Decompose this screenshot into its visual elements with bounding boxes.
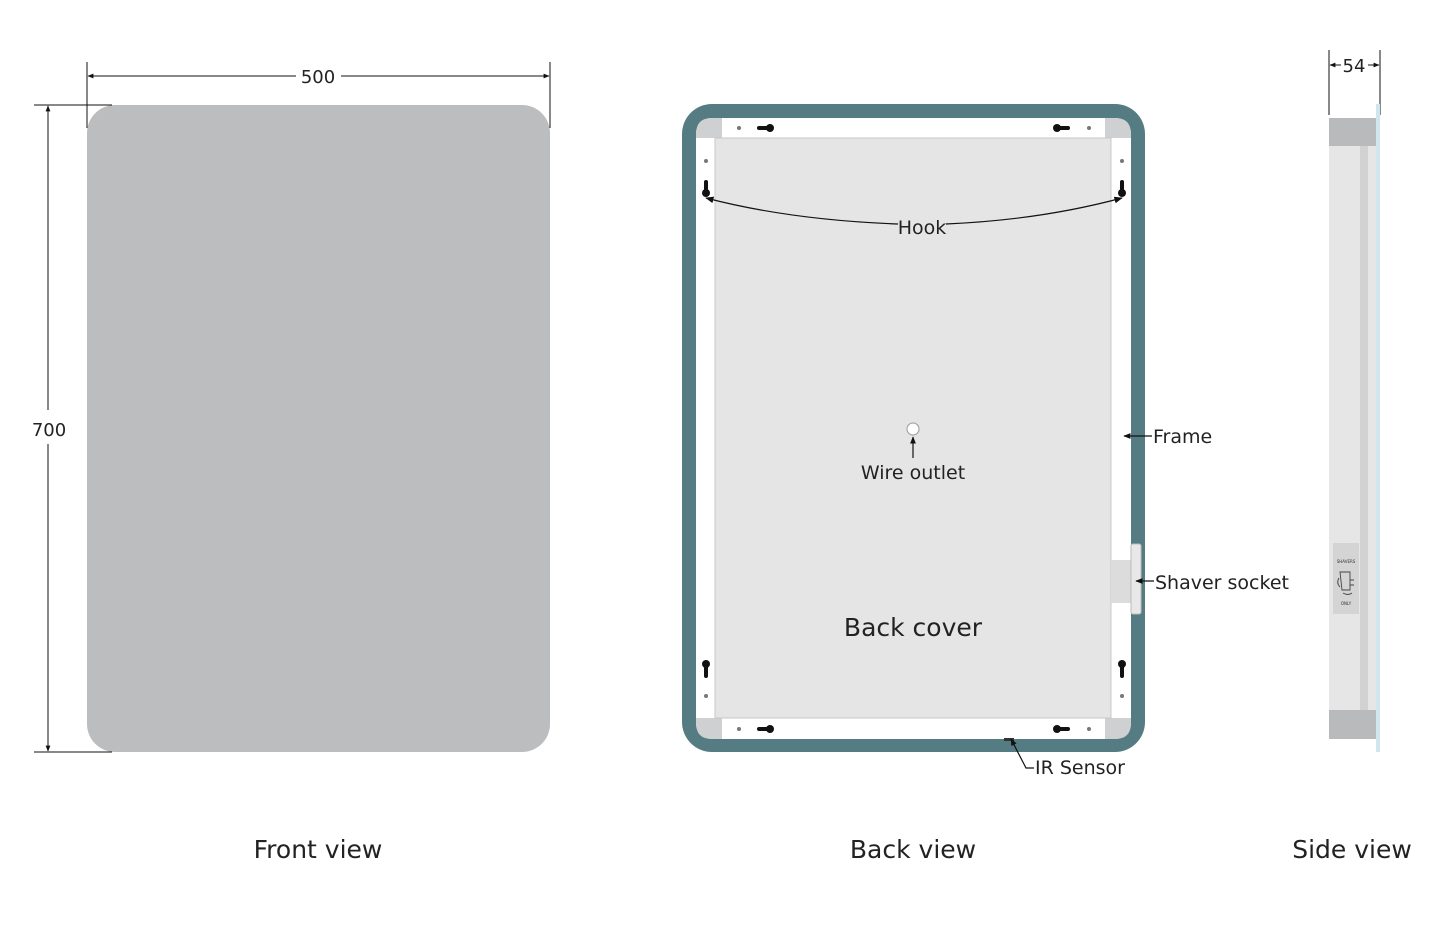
- shaver-plug-icon: [1337, 571, 1354, 595]
- side-bottom-cap: [1329, 710, 1376, 739]
- depth-dimension: 54: [1328, 50, 1381, 115]
- keyhole-bottom-left-icon: [757, 725, 774, 733]
- keyhole-top-right-icon: [1053, 124, 1070, 132]
- width-dimension: 500: [86, 62, 551, 128]
- back-cover-label: Back cover: [844, 613, 983, 642]
- socket-plate-bottom-text: ONLY: [1341, 601, 1352, 606]
- frame-callout: Frame: [1123, 426, 1212, 448]
- keyhole-bottom-right-icon: [1053, 725, 1070, 733]
- height-dimension-label: 700: [32, 420, 66, 441]
- back-view: Hook Wire outlet Frame Shaver socket Bac…: [682, 104, 1289, 864]
- side-body: [1329, 118, 1376, 739]
- shaver-socket-box: [1111, 560, 1133, 603]
- ir-sensor: [1004, 738, 1014, 741]
- keyhole-top-left-icon: [757, 124, 774, 132]
- hook-callout: Hook: [705, 196, 1123, 239]
- hook-label: Hook: [898, 217, 947, 239]
- back-view-caption: Back view: [850, 835, 976, 864]
- wire-outlet-hole: [906, 422, 920, 436]
- frame-label: Frame: [1153, 426, 1212, 448]
- height-dimension: 700: [32, 104, 112, 753]
- wire-outlet-label: Wire outlet: [861, 462, 965, 484]
- ir-sensor-label: IR Sensor: [1035, 757, 1125, 779]
- hook-right-icon: [1118, 180, 1126, 197]
- corner-block-bottom-right: [1105, 718, 1131, 739]
- shaver-socket-label: Shaver socket: [1155, 572, 1289, 594]
- side-view-caption: Side view: [1292, 835, 1412, 864]
- front-view: 500 700 Front view: [32, 62, 551, 864]
- corner-block-top-right: [1105, 118, 1131, 138]
- screw-dots: [704, 126, 1124, 731]
- front-mirror-panel: [87, 105, 550, 752]
- wire-outlet-callout: Wire outlet: [861, 422, 965, 484]
- socket-plate-top-text: SHAVERS: [1337, 559, 1356, 564]
- side-glass: [1376, 104, 1380, 752]
- side-inner-strip: [1360, 146, 1368, 710]
- side-shaver-socket: SHAVERS ONLY: [1333, 543, 1359, 614]
- shaver-socket-callout: Shaver socket: [1111, 543, 1289, 615]
- corner-block-top-left: [696, 118, 722, 138]
- corner-block-bottom-left: [696, 718, 722, 739]
- side-view: 54 SHAVERS ONLY Side view: [1292, 50, 1412, 864]
- shaver-socket-plate: [1130, 543, 1142, 615]
- keyhole-lower-left-icon: [702, 660, 710, 678]
- ir-sensor-callout: IR Sensor: [1004, 738, 1125, 779]
- front-view-caption: Front view: [254, 835, 383, 864]
- depth-dimension-label: 54: [1343, 56, 1366, 77]
- width-dimension-label: 500: [301, 67, 335, 88]
- side-top-cap: [1329, 118, 1376, 146]
- hook-left-icon: [702, 180, 710, 197]
- keyhole-lower-right-icon: [1118, 660, 1126, 678]
